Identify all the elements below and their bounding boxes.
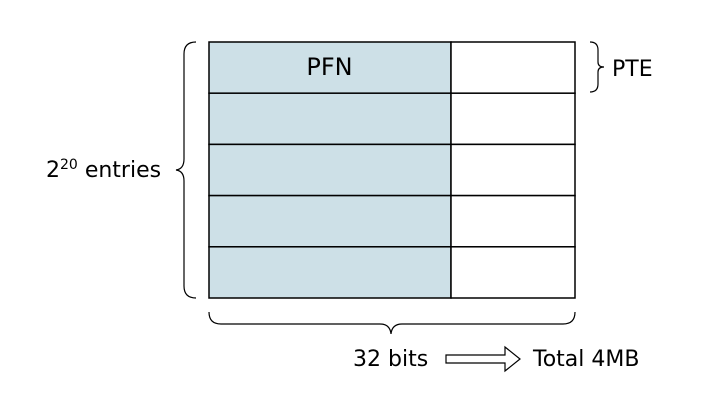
pte-bits-cell bbox=[450, 246, 576, 299]
pte-bits-cell bbox=[450, 143, 576, 197]
total-size-label: Total 4MB bbox=[533, 347, 640, 372]
pte-bits-cell bbox=[450, 194, 576, 248]
entries-label: 220 entries bbox=[46, 157, 162, 183]
pfn-cell bbox=[208, 246, 452, 299]
pte-bits-cell bbox=[450, 41, 576, 94]
pfn-label: PFN bbox=[306, 53, 353, 81]
entries-brace bbox=[175, 41, 197, 299]
pfn-cell bbox=[208, 143, 452, 197]
pte-brace bbox=[589, 41, 605, 93]
pte-bits-cell bbox=[450, 92, 576, 146]
entries-word: entries bbox=[77, 158, 162, 183]
entries-exponent: 20 bbox=[60, 157, 78, 173]
pfn-cell bbox=[208, 41, 452, 94]
pte-label: PTE bbox=[612, 57, 653, 82]
page-table bbox=[208, 41, 576, 299]
bits-label: 32 bits bbox=[353, 347, 429, 372]
bits-brace bbox=[208, 311, 576, 335]
arrow-icon bbox=[445, 345, 521, 373]
pfn-cell bbox=[208, 194, 452, 248]
entries-base: 2 bbox=[46, 158, 60, 183]
pfn-cell bbox=[208, 92, 452, 146]
